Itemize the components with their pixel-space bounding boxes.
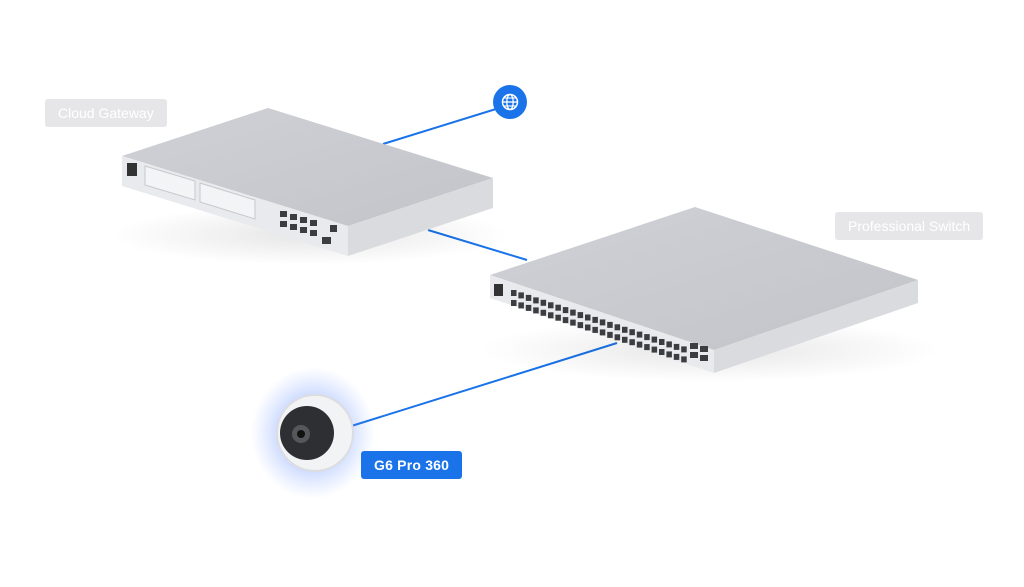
switch-port [644, 334, 650, 341]
switch-port [673, 343, 680, 350]
switch-port [607, 321, 613, 328]
switch-port [681, 356, 687, 363]
switch-port [681, 346, 687, 353]
switch-port [577, 312, 584, 319]
switch-port [562, 317, 569, 324]
switch-port [562, 307, 569, 314]
switch-port [525, 294, 532, 301]
switch-port [659, 339, 665, 345]
switch-port [622, 336, 628, 343]
switch-port [614, 324, 621, 331]
switch-port [607, 331, 613, 338]
cloud-gateway-label: Cloud Gateway [45, 99, 167, 127]
switch-port [666, 341, 672, 348]
switch-port [629, 339, 635, 346]
switch-port [592, 316, 598, 323]
switch-port [577, 322, 584, 329]
switch-port [570, 319, 576, 326]
switch-port [599, 319, 606, 326]
switch-port [673, 353, 680, 360]
switch-port [540, 299, 547, 306]
switch-port [533, 307, 539, 314]
switch-port [599, 329, 606, 336]
switch-port [555, 314, 561, 321]
switch-port [659, 349, 665, 355]
switch-port [548, 302, 554, 309]
switch-port [651, 336, 658, 343]
professional-switch-device [480, 207, 940, 382]
switch-port [644, 344, 650, 351]
switch-port [592, 326, 598, 333]
switch-port [666, 351, 672, 358]
switch-port [511, 290, 517, 296]
switch-port [518, 292, 524, 299]
g6-pro-360-camera [251, 367, 375, 499]
switch-port [585, 324, 591, 331]
cloud-gateway-device [110, 108, 510, 265]
switch-port [636, 331, 643, 338]
internet-node [493, 85, 527, 119]
switch-port [570, 309, 576, 316]
switch-port [636, 341, 643, 348]
switch-port [614, 334, 621, 341]
switch-port [555, 304, 561, 311]
switch-port [518, 302, 524, 309]
switch-port [651, 346, 658, 353]
link-gateway-internet [382, 108, 497, 145]
switch-port [548, 312, 554, 319]
switch-port [511, 300, 517, 306]
switch-port [533, 297, 539, 304]
switch-port [585, 314, 591, 321]
switch-port [525, 304, 532, 311]
globe-icon [501, 93, 519, 111]
professional-switch-label: Professional Switch [835, 212, 984, 240]
switch-port [540, 309, 547, 316]
g6-pro-360-label: G6 Pro 360 [361, 451, 463, 479]
switch-port [629, 329, 635, 336]
switch-port [622, 326, 628, 333]
